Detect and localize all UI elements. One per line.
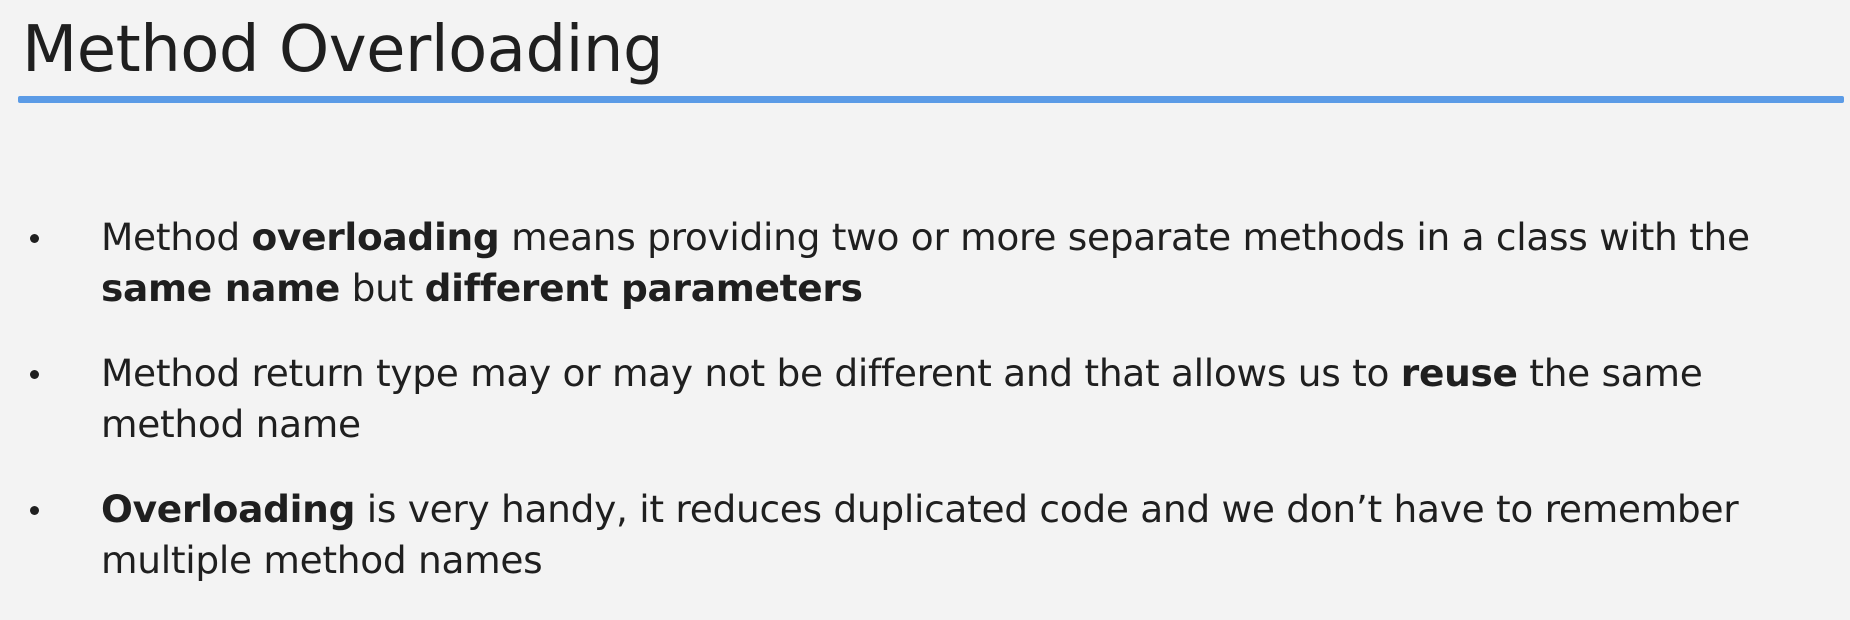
bold-text-segment: reuse (1400, 351, 1518, 395)
bullet-list: Method overloading means providing two o… (0, 212, 1850, 620)
bold-text-segment: same name (101, 266, 340, 310)
bold-text-segment: different parameters (424, 266, 863, 310)
bullet-text: Method return type may or may not be dif… (101, 351, 1703, 446)
text-segment: means providing two or more separate met… (499, 215, 1750, 259)
text-segment: Method return type may or may not be dif… (101, 351, 1401, 395)
text-segment: Method (101, 215, 252, 259)
bullet-item: Method return type may or may not be dif… (0, 348, 1850, 450)
bullet-dot-icon (30, 234, 39, 243)
slide-title: Method Overloading (22, 13, 664, 87)
title-underline (18, 96, 1844, 103)
bullet-text: Method overloading means providing two o… (101, 215, 1750, 310)
text-segment: is very handy, it reduces duplicated cod… (101, 487, 1739, 582)
bold-text-segment: Overloading (101, 487, 356, 531)
bullet-dot-icon (30, 370, 39, 379)
text-segment: but (340, 266, 425, 310)
bullet-dot-icon (30, 506, 39, 515)
bullet-item: Overloading is very handy, it reduces du… (0, 484, 1850, 586)
bullet-text: Overloading is very handy, it reduces du… (101, 487, 1739, 582)
bullet-item: Method overloading means providing two o… (0, 212, 1850, 314)
slide: Method Overloading Method overloading me… (18, 13, 1844, 582)
text-segment: the same method name (101, 351, 1703, 446)
bold-text-segment: overloading (251, 215, 500, 259)
